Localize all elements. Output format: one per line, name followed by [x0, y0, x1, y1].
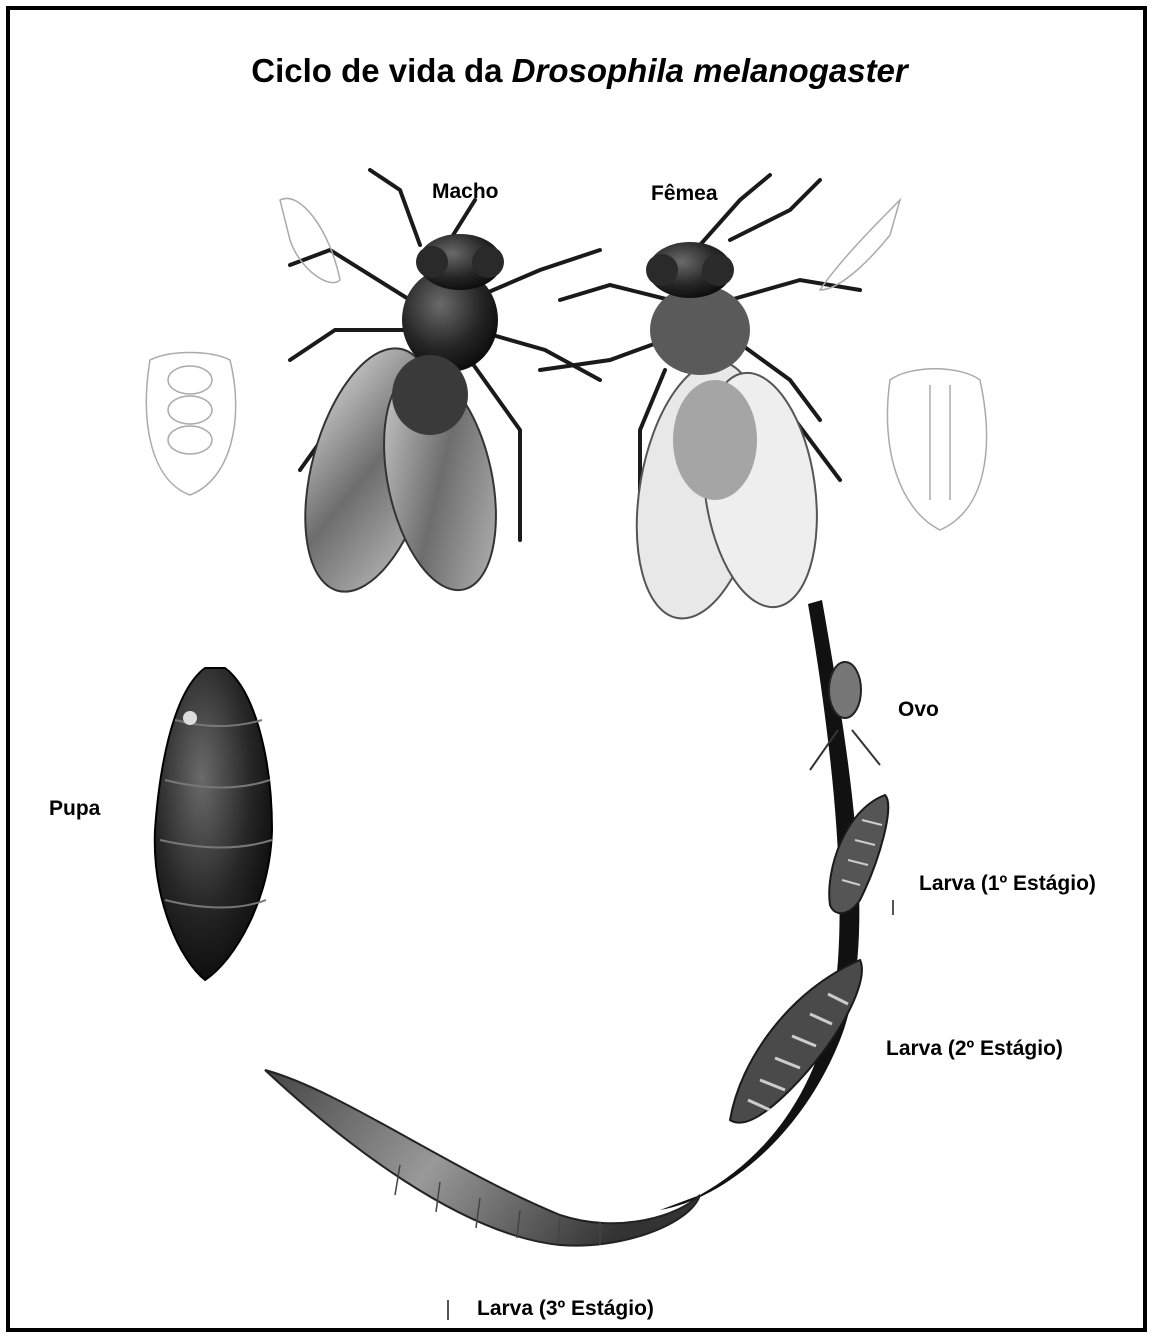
label-male: Macho: [432, 180, 499, 204]
female-thorax: [650, 285, 750, 375]
label-pupa: Pupa: [49, 797, 100, 821]
pupa-spiracle: [183, 711, 197, 725]
male-eye-left: [416, 246, 448, 278]
female-eye-left: [646, 254, 678, 286]
male-abdomen: [392, 355, 468, 435]
female-eye-right: [702, 254, 734, 286]
male-eye-right: [472, 246, 504, 278]
egg-icon: [829, 662, 861, 718]
larva3-icon: [265, 1070, 700, 1246]
label-larva1: Larva (1º Estágio): [919, 872, 1096, 896]
female-abdomen: [673, 380, 757, 500]
larva2-icon: [730, 960, 862, 1123]
label-female: Fêmea: [651, 182, 718, 206]
label-larva2: Larva (2º Estágio): [886, 1037, 1063, 1061]
female-detail-sketch: [820, 200, 987, 530]
label-egg: Ovo: [898, 698, 939, 722]
pupa-icon: [155, 668, 272, 980]
label-larva3: Larva (3º Estágio): [477, 1297, 654, 1321]
